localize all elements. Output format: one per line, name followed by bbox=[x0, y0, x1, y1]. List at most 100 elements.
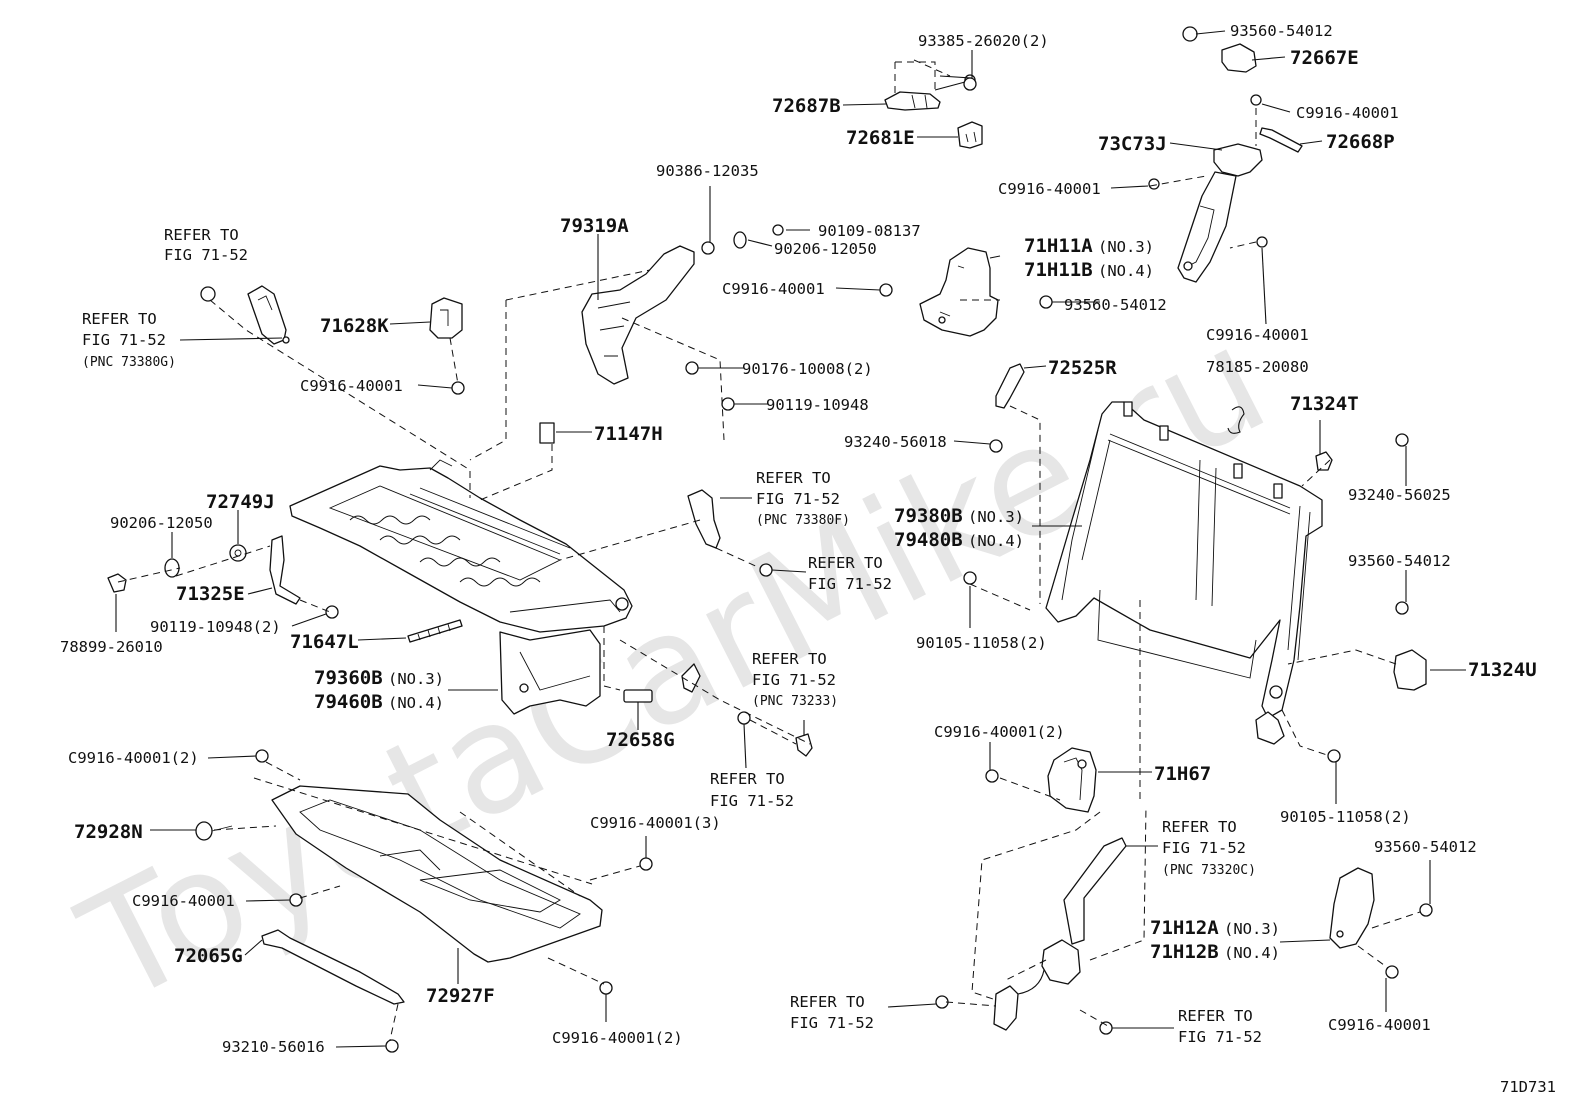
label-c9916-40001-d[interactable]: C9916-40001 bbox=[1206, 326, 1309, 344]
label-78185-20080[interactable]: 78185-20080 bbox=[1206, 358, 1309, 376]
refer-fig-73380f[interactable]: REFER TO FIG 71-52 (PNC 73380F) bbox=[756, 469, 850, 528]
label-90386-12035[interactable]: 90386-12035 bbox=[656, 162, 759, 180]
label-79460b: 79460B bbox=[314, 691, 383, 713]
label-90206-12050-left[interactable]: 90206-12050 bbox=[110, 514, 213, 532]
label-79360b-group[interactable]: 79360B (NO.3) 79460B (NO.4) bbox=[314, 667, 444, 713]
cap-71324t-shape[interactable] bbox=[1315, 451, 1333, 471]
refer-fig-mid[interactable]: REFER TO FIG 71-52 bbox=[808, 554, 892, 593]
label-93385-26020[interactable]: 93385-26020(2) bbox=[918, 32, 1049, 50]
label-79380b: 79380B bbox=[894, 505, 963, 527]
label-72667e[interactable]: 72667E bbox=[1290, 47, 1359, 69]
washer-90206-left-shape[interactable] bbox=[164, 558, 180, 578]
label-71647l[interactable]: 71647L bbox=[290, 631, 359, 653]
label-c9916-40001-h[interactable]: C9916-40001(3) bbox=[590, 814, 721, 832]
buckle-73380g-shape[interactable] bbox=[200, 285, 287, 345]
refer-fig-bottom-left[interactable]: REFER TO FIG 71-52 bbox=[790, 993, 874, 1032]
label-71324t[interactable]: 71324T bbox=[1290, 393, 1359, 415]
cover-71h67-shape[interactable] bbox=[1047, 747, 1097, 813]
bracket-72687b-shape[interactable] bbox=[884, 61, 976, 111]
label-c9916-40001-f[interactable]: C9916-40001(2) bbox=[68, 749, 199, 767]
label-78899-26010[interactable]: 78899-26010 bbox=[60, 638, 163, 656]
rod-71647l-shape[interactable] bbox=[407, 619, 463, 643]
clip-71628k-shape[interactable] bbox=[429, 297, 463, 339]
label-c9916-40001-g[interactable]: C9916-40001(2) bbox=[934, 723, 1065, 741]
cover-71h11a-shape[interactable] bbox=[919, 247, 999, 337]
label-71147h[interactable]: 71147H bbox=[594, 423, 663, 445]
refer-to-text: REFER TO bbox=[808, 554, 883, 572]
label-72687b[interactable]: 72687B bbox=[772, 95, 841, 117]
buckle-73380f-shape[interactable] bbox=[687, 489, 721, 549]
label-93210-56016[interactable]: 93210-56016 bbox=[222, 1038, 325, 1056]
label-90119-10948-2[interactable]: 90119-10948(2) bbox=[150, 618, 281, 636]
label-71628k[interactable]: 71628K bbox=[320, 315, 389, 337]
leg-79360b-shape[interactable] bbox=[499, 629, 601, 715]
spring-78185-shape[interactable] bbox=[1227, 406, 1245, 434]
label-73c73j[interactable]: 73C73J bbox=[1098, 133, 1167, 155]
label-93560-54012-top[interactable]: 93560-54012 bbox=[1230, 22, 1333, 40]
trim-72668p-shape[interactable] bbox=[1259, 127, 1303, 153]
label-72658g[interactable]: 72658G bbox=[606, 729, 675, 751]
label-71h12b: 71H12B bbox=[1150, 941, 1219, 963]
assembly-lines bbox=[117, 59, 1421, 1041]
strap-72065g-shape[interactable] bbox=[261, 929, 405, 1005]
label-72749j[interactable]: 72749J bbox=[206, 491, 275, 513]
refer-fig-lower-mid[interactable]: REFER TO FIG 71-52 bbox=[710, 770, 794, 810]
label-93560-54012-bottom[interactable]: 93560-54012 bbox=[1374, 838, 1477, 856]
label-93560-54012-right[interactable]: 93560-54012 bbox=[1348, 552, 1451, 570]
cap-71324u-shape[interactable] bbox=[1393, 649, 1427, 691]
cap-72658g-shape[interactable] bbox=[623, 689, 653, 703]
leader-lines bbox=[115, 30, 1466, 1048]
belt-73320c-shape[interactable] bbox=[993, 837, 1127, 1031]
label-90109-08137[interactable]: 90109-08137 bbox=[818, 222, 921, 240]
refer-fig-73233[interactable]: REFER TO FIG 71-52 (PNC 73233) bbox=[752, 650, 838, 709]
refer-fig-bottom-right[interactable]: REFER TO FIG 71-52 bbox=[1178, 1007, 1262, 1046]
label-93560-54012-mid[interactable]: 93560-54012 bbox=[1064, 296, 1167, 314]
cushion-pan-72927f-shape[interactable] bbox=[271, 785, 603, 963]
label-71325e[interactable]: 71325E bbox=[176, 583, 245, 605]
label-c9916-40001-k[interactable]: C9916-40001(2) bbox=[552, 1029, 683, 1047]
seatback-frame-79380b-shape[interactable] bbox=[1045, 401, 1323, 745]
bolt-78899-shape[interactable] bbox=[107, 573, 127, 593]
label-c9916-40001-b[interactable]: C9916-40001 bbox=[998, 180, 1101, 198]
label-79319a[interactable]: 79319A bbox=[560, 215, 629, 237]
garnish-73c73j-shape[interactable] bbox=[1177, 143, 1263, 283]
label-71h12a-group[interactable]: 71H12A (NO.3) 71H12B (NO.4) bbox=[1150, 917, 1280, 963]
fig-ref-text: FIG 71-52 bbox=[164, 246, 248, 264]
label-72927f[interactable]: 72927F bbox=[426, 985, 495, 1007]
label-71147h-shape[interactable] bbox=[539, 422, 555, 444]
label-72928n[interactable]: 72928N bbox=[74, 821, 143, 843]
bracket-79319a-shape[interactable] bbox=[581, 245, 695, 385]
label-93240-56018[interactable]: 93240-56018 bbox=[844, 433, 947, 451]
bracket-72681e-shape[interactable] bbox=[957, 121, 983, 149]
fig-ref-text: FIG 71-52 bbox=[710, 792, 794, 810]
label-72681e[interactable]: 72681E bbox=[846, 127, 915, 149]
label-72525r[interactable]: 72525R bbox=[1048, 357, 1117, 379]
label-72065g[interactable]: 72065G bbox=[174, 945, 243, 967]
bracket-71325e-shape[interactable] bbox=[269, 535, 301, 605]
label-71h11a-group[interactable]: 71H11A (NO.3) 71H11B (NO.4) bbox=[1024, 235, 1154, 281]
label-71h67[interactable]: 71H67 bbox=[1154, 763, 1211, 785]
label-c9916-40001-e[interactable]: C9916-40001 bbox=[300, 377, 403, 395]
label-90105-11058-a[interactable]: 90105-11058(2) bbox=[916, 634, 1047, 652]
label-93240-56025[interactable]: 93240-56025 bbox=[1348, 486, 1451, 504]
washer-72749j-shape[interactable] bbox=[229, 544, 247, 562]
label-72668p[interactable]: 72668P bbox=[1326, 131, 1395, 153]
label-c9916-40001-c[interactable]: C9916-40001 bbox=[722, 280, 825, 298]
cushion-frame-shape[interactable] bbox=[289, 459, 633, 633]
label-c9916-40001-j[interactable]: C9916-40001 bbox=[1328, 1016, 1431, 1034]
clip-72928n-shape[interactable] bbox=[195, 821, 233, 841]
label-79380b-group[interactable]: 79380B (NO.3) 79480B (NO.4) bbox=[894, 505, 1024, 551]
label-90119-10948[interactable]: 90119-10948 bbox=[766, 396, 869, 414]
refer-to-text: REFER TO bbox=[752, 650, 827, 668]
label-90105-11058-b[interactable]: 90105-11058(2) bbox=[1280, 808, 1411, 826]
label-c9916-40001-i[interactable]: C9916-40001 bbox=[132, 892, 235, 910]
label-90176-10008[interactable]: 90176-10008(2) bbox=[742, 360, 873, 378]
refer-fig-top-left[interactable]: REFER TO FIG 71-52 bbox=[164, 226, 248, 264]
cover-71h12a-shape[interactable] bbox=[1329, 867, 1375, 949]
label-71324u[interactable]: 71324U bbox=[1468, 659, 1537, 681]
refer-fig-73320c[interactable]: REFER TO FIG 71-52 (PNC 73320C) bbox=[1162, 818, 1256, 878]
refer-fig-73380g[interactable]: REFER TO FIG 71-52 (PNC 73380G) bbox=[82, 310, 176, 370]
label-c9916-40001-a[interactable]: C9916-40001 bbox=[1296, 104, 1399, 122]
bracket-72525r-shape[interactable] bbox=[995, 363, 1025, 409]
label-90206-12050-top[interactable]: 90206-12050 bbox=[774, 240, 877, 258]
